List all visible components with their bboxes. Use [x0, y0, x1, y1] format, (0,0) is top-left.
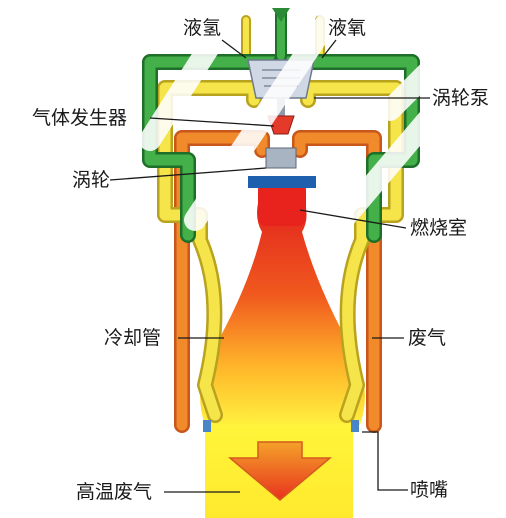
nozzle-flame [200, 190, 365, 425]
label-high-temp-exhaust: 高温废气 [76, 481, 152, 503]
watermark [7, 0, 481, 311]
exhaust-arrow [227, 441, 333, 501]
label-liquid-hydrogen: 液氢 [183, 17, 221, 39]
label-nozzle: 喷嘴 [410, 479, 448, 501]
label-turbopump: 涡轮泵 [432, 87, 489, 109]
exhaust-line [174, 130, 382, 433]
combustion-chamber-body [258, 182, 306, 226]
label-combustion-chamber: 燃烧室 [410, 217, 467, 239]
hydrogen-inlet-arrow [272, 8, 290, 22]
label-exhaust: 废气 [408, 327, 446, 349]
turbine [265, 147, 297, 169]
label-cooling-tube: 冷却管 [104, 327, 161, 349]
injector-plate [248, 176, 316, 188]
label-turbine: 涡轮 [72, 169, 110, 191]
leader-lines [109, 39, 430, 493]
label-gas-generator: 气体发生器 [32, 107, 127, 129]
nozzle-lip [203, 420, 359, 432]
label-liquid-oxygen: 液氧 [328, 17, 366, 39]
